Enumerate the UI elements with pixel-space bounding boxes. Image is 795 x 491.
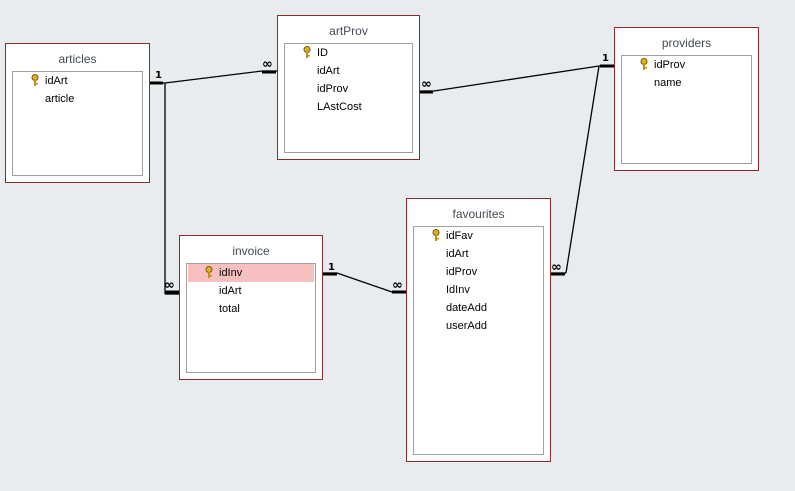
field-name: idProv xyxy=(317,83,349,95)
table-title: providers xyxy=(661,36,712,50)
field-name: idInv xyxy=(219,267,243,279)
field-row[interactable]: IdInv xyxy=(415,281,542,299)
field-row[interactable]: dateAdd xyxy=(415,299,542,317)
field-name: idArt xyxy=(446,248,469,260)
cardinality-many-artprov-prov: ∞ xyxy=(421,77,432,92)
field-name: idFav xyxy=(446,230,473,242)
table-title: invoice xyxy=(232,244,270,258)
cardinality-many-favourites-prov: ∞ xyxy=(551,260,562,275)
field-row[interactable]: article xyxy=(14,90,141,108)
table-articles[interactable]: articles idArt article xyxy=(5,43,150,183)
field-list: idInv idArt total xyxy=(186,263,316,373)
field-list: idFav idArt idProv IdInv dateAdd userAdd xyxy=(413,226,544,455)
cardinality-one-invoice: 1 xyxy=(328,262,335,273)
table-title: favourites xyxy=(452,207,505,221)
field-name: idArt xyxy=(219,285,242,297)
key-icon xyxy=(303,46,311,58)
key-icon xyxy=(432,229,440,241)
key-icon xyxy=(31,74,39,86)
field-row[interactable]: idProv xyxy=(286,80,411,98)
field-name: userAdd xyxy=(446,320,487,332)
cardinality-one-providers: 1 xyxy=(602,53,609,64)
field-row[interactable]: total xyxy=(188,300,314,318)
field-name: dateAdd xyxy=(446,302,487,314)
field-name: LAstCost xyxy=(317,101,362,113)
field-row[interactable]: idArt xyxy=(286,62,411,80)
field-list: idProv name xyxy=(621,55,752,164)
field-list: idArt article xyxy=(12,71,143,176)
field-list: ID idArt idProv LAstCost xyxy=(284,43,413,153)
field-row[interactable]: LAstCost xyxy=(286,98,411,116)
cardinality-one-articles-artprov: 1 xyxy=(155,70,162,81)
field-row[interactable]: idArt xyxy=(415,245,542,263)
field-row[interactable]: idFav xyxy=(415,227,542,245)
field-name: idProv xyxy=(446,266,478,278)
key-icon xyxy=(640,58,648,70)
field-row[interactable]: idProv xyxy=(415,263,542,281)
table-favourites[interactable]: favourites idFav idArt idProv IdInv date… xyxy=(406,198,551,462)
field-name: IdInv xyxy=(446,284,470,296)
field-name: idArt xyxy=(45,75,68,87)
field-name: article xyxy=(45,93,75,105)
field-row-selected[interactable]: idInv xyxy=(188,264,314,282)
table-title: articles xyxy=(58,52,97,66)
field-row[interactable]: name xyxy=(623,74,750,92)
field-row[interactable]: ID xyxy=(286,44,411,62)
table-invoice[interactable]: invoice idInv idArt total xyxy=(179,235,323,380)
field-row[interactable]: idArt xyxy=(14,72,141,90)
field-row[interactable]: idProv xyxy=(623,56,750,74)
key-icon xyxy=(205,266,213,278)
field-name: idArt xyxy=(317,65,340,77)
table-providers[interactable]: providers idProv name xyxy=(614,27,759,171)
field-row[interactable]: idArt xyxy=(188,282,314,300)
field-name: ID xyxy=(317,47,328,59)
cardinality-many-favourites-inv: ∞ xyxy=(392,278,403,293)
cardinality-many-invoice: ∞ xyxy=(164,278,175,293)
table-title: artProv xyxy=(329,24,368,38)
field-name: idProv xyxy=(654,59,686,71)
table-artprov[interactable]: artProv ID idArt idProv LAstCost xyxy=(277,15,420,160)
field-name: total xyxy=(219,303,240,315)
field-name: name xyxy=(654,77,682,89)
field-row[interactable]: userAdd xyxy=(415,317,542,335)
cardinality-many-artprov: ∞ xyxy=(262,57,273,72)
